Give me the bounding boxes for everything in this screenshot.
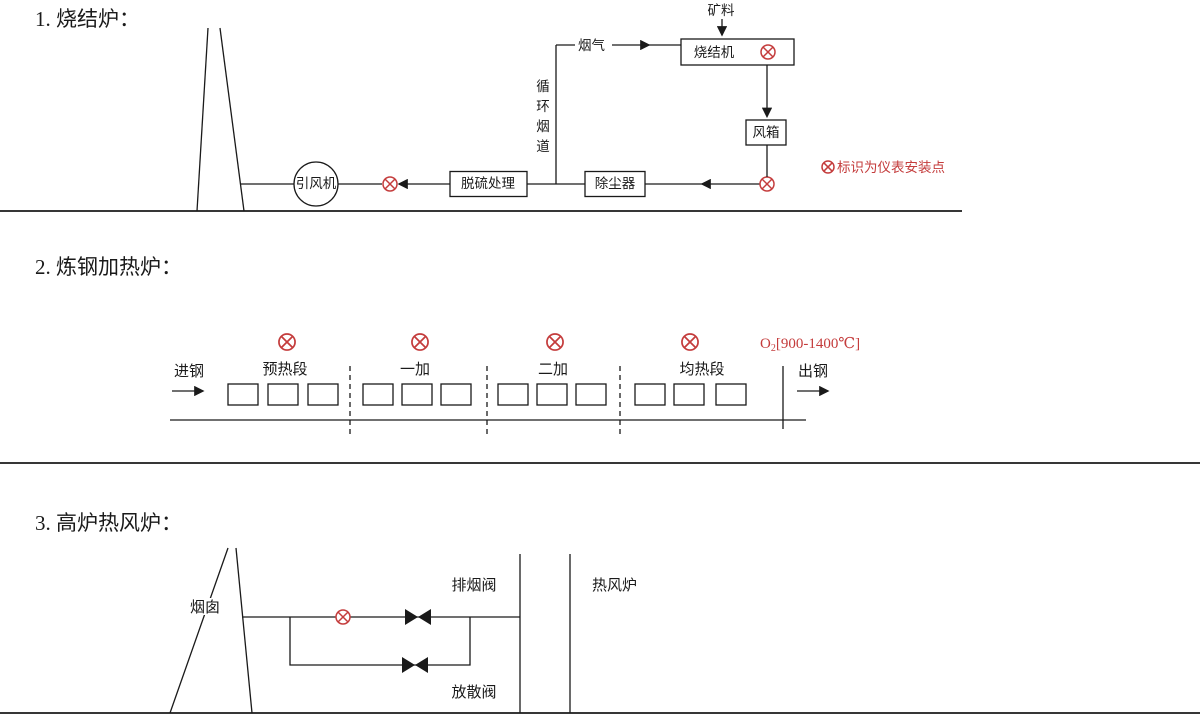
flue-gas-label: 烟气 xyxy=(578,38,605,53)
legend-text: 标识为仪表安装点 xyxy=(837,160,945,175)
instrument-point-icon xyxy=(335,609,351,625)
slab xyxy=(401,383,433,406)
slab xyxy=(575,383,607,406)
sintering-machine-label: 烧结机 xyxy=(694,45,735,60)
hot-blast-stove-diagram: 3. 高炉热风炉： 烟囱 排烟阀 放散阀 热风炉 xyxy=(0,511,1200,714)
ore-label: 矿料 xyxy=(708,3,736,18)
steel-in-label: 进钢 xyxy=(174,363,204,380)
wind-box: 风箱 xyxy=(745,119,787,146)
zone-label-soaking: 均热段 xyxy=(679,361,724,378)
slab xyxy=(536,383,568,406)
section2-title: 2. 炼钢加热炉： xyxy=(35,255,182,279)
instrument-point-icon xyxy=(382,176,398,192)
steel-out-label: 出钢 xyxy=(798,363,828,380)
o2-subscript: 2 xyxy=(771,343,776,354)
release-valve-label: 放散阀 xyxy=(451,684,496,701)
instrument-point-icon xyxy=(278,333,296,351)
zone-label-first-heating: 一加 xyxy=(400,361,430,378)
chimney-1-outline xyxy=(196,27,245,212)
reheating-furnace-diagram: 2. 炼钢加热炉： O2[900-1400℃] 预热段 一加 二加 均热段 进钢… xyxy=(0,255,1200,464)
chimney-label-mask xyxy=(186,598,223,615)
slab xyxy=(362,383,394,406)
slab xyxy=(440,383,472,406)
slab xyxy=(267,383,299,406)
smoke-exhaust-valve-icon xyxy=(405,609,431,625)
slab xyxy=(227,383,259,406)
zone-label-second-heating: 二加 xyxy=(538,361,568,378)
instrument-point-icon xyxy=(681,333,699,351)
stove-label: 热风炉 xyxy=(592,577,637,594)
chimney-label: 烟囱 xyxy=(190,599,220,616)
instrument-point-icon xyxy=(546,333,564,351)
instrument-point-icon xyxy=(411,333,429,351)
instrument-point-icon xyxy=(760,44,776,60)
o2-range: [900-1400℃] xyxy=(776,336,860,352)
slab xyxy=(497,383,529,406)
instrument-legend: 标识为仪表安装点 xyxy=(821,160,945,175)
section1-title: 1. 烧结炉： xyxy=(35,7,140,31)
slab-row xyxy=(227,383,747,406)
sintering-machine-box: 烧结机 xyxy=(680,38,795,66)
circulation-flue-char: 烟 xyxy=(536,119,550,134)
circulation-flue-char: 环 xyxy=(536,99,550,114)
slab xyxy=(307,383,339,406)
desulfurization-box: 脱硫处理 xyxy=(449,170,528,198)
o2-symbol: O xyxy=(760,336,771,352)
induced-draft-fan: 引风机 xyxy=(293,161,339,207)
instrument-point-icon xyxy=(759,176,775,192)
release-valve-icon xyxy=(402,657,428,673)
circulation-flue-char: 循 xyxy=(536,79,550,94)
slab xyxy=(673,383,705,406)
fan-label: 引风机 xyxy=(296,176,337,191)
sintering-furnace-diagram: 1. 烧结炉： 引风机 脱硫处理 除尘器 xyxy=(0,3,962,212)
smoke-exhaust-valve-label: 排烟阀 xyxy=(451,577,496,594)
zone-label-preheat: 预热段 xyxy=(262,361,307,378)
circulation-flue-char: 道 xyxy=(536,139,550,154)
section3-title: 3. 高炉热风炉： xyxy=(35,511,182,535)
desulfurization-label: 脱硫处理 xyxy=(461,176,515,191)
dust-collector-label: 除尘器 xyxy=(595,176,636,191)
slab xyxy=(634,383,666,406)
bypass-pipe xyxy=(289,617,471,666)
wind-box-label: 风箱 xyxy=(753,125,780,140)
slab xyxy=(715,383,747,406)
dust-collector-box: 除尘器 xyxy=(584,170,646,198)
oxygen-temperature-annotation: O2[900-1400℃] xyxy=(760,336,860,354)
circulation-flue-label: 循 环 烟 道 xyxy=(536,79,550,154)
chimney-3-outline xyxy=(169,547,253,714)
